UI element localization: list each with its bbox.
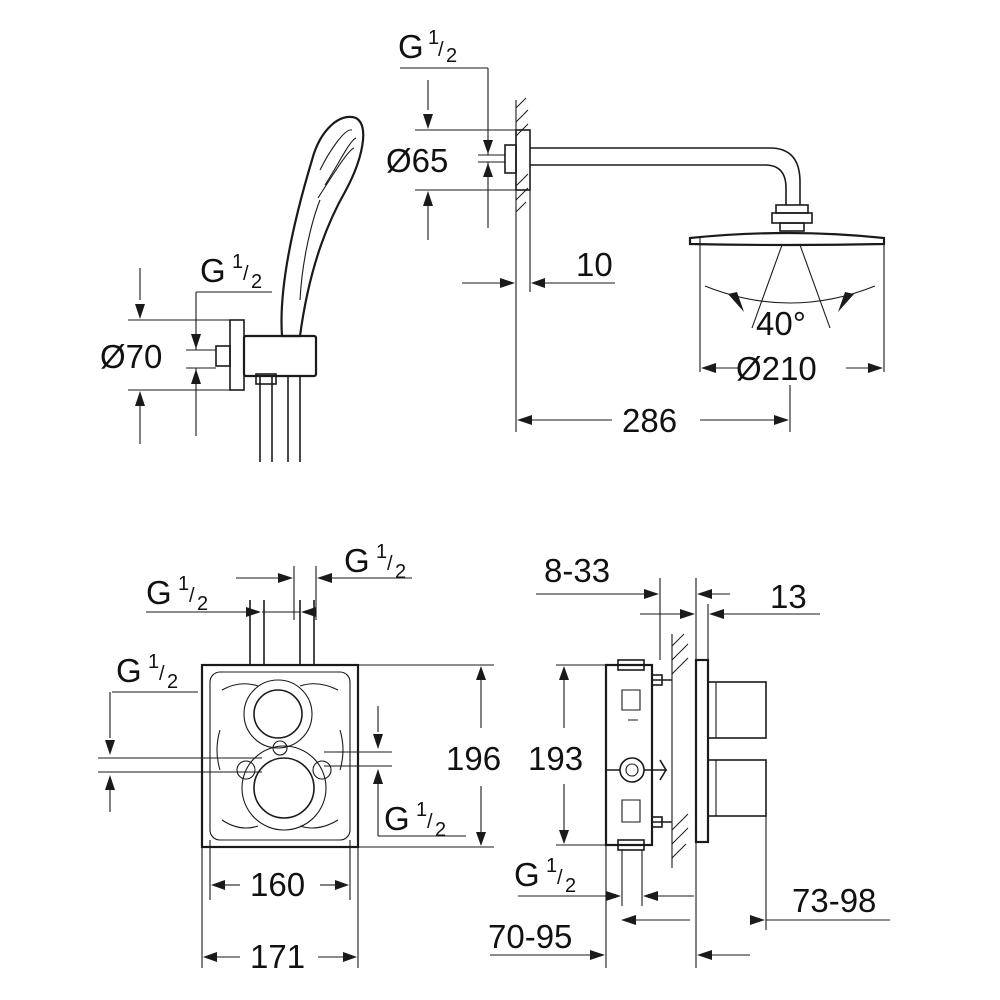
flange-diameter-label: Ø65 bbox=[386, 142, 448, 179]
inlet-right-thread-label: G 1 / 2 bbox=[384, 799, 446, 841]
wall-flange bbox=[515, 129, 531, 191]
svg-text:2: 2 bbox=[197, 593, 208, 615]
svg-text:2: 2 bbox=[251, 271, 262, 293]
svg-text:1: 1 bbox=[428, 27, 439, 49]
head-thread-label: G 1 / 2 bbox=[398, 27, 457, 67]
inlet-port bbox=[619, 757, 645, 783]
svg-text:2: 2 bbox=[446, 45, 457, 67]
shower-head bbox=[688, 231, 886, 247]
handle-projection-label: 73-98 bbox=[792, 882, 876, 919]
install-depth-label: 70-95 bbox=[488, 918, 572, 955]
hand-shower-body bbox=[280, 115, 365, 338]
outlet-right-thread-label: G 1 / 2 bbox=[344, 541, 406, 583]
hand-thread-label: G 1 / 2 bbox=[200, 251, 262, 293]
arm-projection-label: 286 bbox=[622, 402, 677, 439]
lower-handle bbox=[707, 759, 767, 817]
spray-angle-label: 40° bbox=[756, 305, 806, 342]
valve-side-view: 8-33 13 193 G 1 / 2 bbox=[488, 552, 890, 968]
adjust-range-label: 8-33 bbox=[544, 552, 610, 589]
upper-handle bbox=[707, 681, 767, 739]
plate-depth-label: 13 bbox=[770, 578, 807, 615]
wall-offset-label: 10 bbox=[576, 246, 613, 283]
svg-text:2: 2 bbox=[395, 561, 406, 583]
elbow-diameter-label: Ø70 bbox=[100, 338, 162, 375]
svg-text:/: / bbox=[557, 867, 563, 889]
svg-text:/: / bbox=[243, 263, 249, 285]
svg-text:/: / bbox=[189, 585, 195, 607]
hand-shower-view: G 1 / 2 Ø70 bbox=[100, 115, 365, 462]
head-diameter-label: Ø210 bbox=[736, 350, 817, 387]
svg-text:1: 1 bbox=[178, 573, 189, 595]
svg-text:1: 1 bbox=[416, 799, 427, 821]
svg-text:G: G bbox=[514, 856, 540, 893]
front-height-label: 196 bbox=[446, 740, 501, 777]
svg-text:G: G bbox=[116, 652, 142, 689]
plate-width-label: 171 bbox=[250, 938, 305, 975]
outlet-left-thread-label: G 1 / 2 bbox=[146, 573, 208, 615]
svg-text:/: / bbox=[427, 811, 433, 833]
svg-text:/: / bbox=[387, 553, 393, 575]
svg-text:1: 1 bbox=[232, 251, 243, 273]
inlet-left-thread-label: G 1 / 2 bbox=[116, 651, 178, 693]
svg-text:1: 1 bbox=[546, 855, 557, 877]
shower-arm bbox=[530, 147, 801, 205]
body-height-label: 193 bbox=[528, 740, 583, 777]
valve-front-view: G 1 / 2 G 1 / 2 G 1 / 2 bbox=[98, 541, 501, 975]
svg-text:/: / bbox=[438, 39, 444, 61]
inner-width-label: 160 bbox=[250, 866, 305, 903]
upper-valve-circle bbox=[253, 689, 303, 739]
svg-text:G: G bbox=[384, 800, 410, 837]
lower-valve-circle bbox=[253, 757, 315, 819]
svg-text:1: 1 bbox=[148, 651, 159, 673]
svg-text:G: G bbox=[344, 542, 370, 579]
shower-head-view: 40° G 1 / 2 Ø65 10 bbox=[386, 27, 886, 439]
valve-body bbox=[604, 663, 654, 847]
svg-text:G: G bbox=[398, 28, 424, 65]
side-thread-label: G 1 / 2 bbox=[514, 855, 576, 897]
wall-hatch bbox=[515, 97, 529, 213]
svg-text:2: 2 bbox=[167, 671, 178, 693]
cover-plate bbox=[200, 663, 360, 849]
svg-text:2: 2 bbox=[435, 819, 446, 841]
svg-text:2: 2 bbox=[565, 875, 576, 897]
side-wall-hatch bbox=[671, 633, 689, 859]
wall-holder bbox=[242, 334, 318, 378]
svg-text:G: G bbox=[146, 574, 172, 611]
svg-text:1: 1 bbox=[376, 541, 387, 563]
side-cover-plate bbox=[694, 658, 710, 844]
svg-text:G: G bbox=[200, 252, 226, 289]
svg-text:/: / bbox=[159, 663, 165, 685]
